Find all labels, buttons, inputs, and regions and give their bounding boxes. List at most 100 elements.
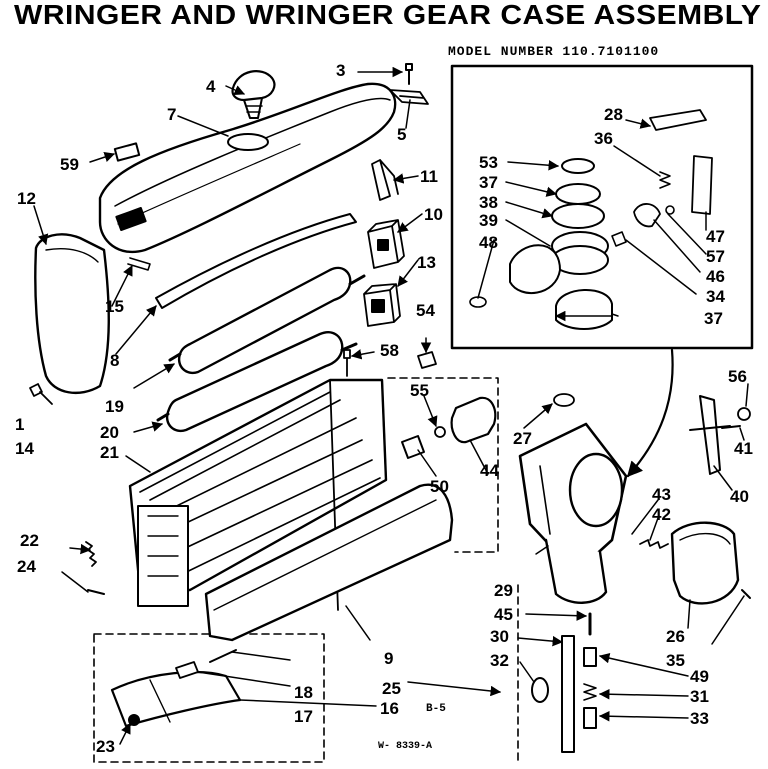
callout-41: 41 <box>734 439 753 458</box>
callout-17: 17 <box>294 707 313 726</box>
callout-13: 13 <box>417 253 436 272</box>
label-plate <box>113 142 141 162</box>
end-cover-12 <box>34 233 110 394</box>
callout-14: 14 <box>15 439 34 458</box>
plate-47 <box>691 155 713 215</box>
callout-24: 24 <box>17 557 36 576</box>
callout-9: 9 <box>384 649 394 668</box>
washer-57 <box>665 205 675 215</box>
screw-24 <box>87 589 105 595</box>
spring-31 <box>583 683 597 701</box>
drainboard-9 <box>204 483 454 642</box>
callout-42: 42 <box>652 505 671 524</box>
key-34 <box>611 231 627 247</box>
upper-roller <box>177 266 352 375</box>
side-cover-26 <box>670 521 740 605</box>
pawl-46 <box>633 203 661 228</box>
callout-5: 5 <box>397 125 407 144</box>
callout-30: 30 <box>490 627 509 646</box>
callout-37-bottom: 37 <box>704 309 723 328</box>
callout-59: 59 <box>60 155 79 174</box>
callout-36: 36 <box>594 129 613 148</box>
page-title: WRINGER AND WRINGER GEAR CASE ASSEMBLY <box>14 0 762 31</box>
callout-19: 19 <box>105 397 124 416</box>
screw-58 <box>343 349 351 377</box>
callout-55: 55 <box>410 381 429 400</box>
callout-7: 7 <box>167 105 177 124</box>
top-cover <box>98 82 397 253</box>
inset-arrow <box>626 348 674 478</box>
lower-roller <box>165 331 344 433</box>
callout-44: 44 <box>480 461 499 480</box>
callout-48: 48 <box>479 233 498 252</box>
washer-53 <box>561 158 595 174</box>
callout-23: 23 <box>96 737 115 756</box>
callout-15: 15 <box>105 297 124 316</box>
shaft-30 <box>561 635 575 753</box>
spring-22 <box>85 541 97 567</box>
callout-27: 27 <box>513 429 532 448</box>
callout-56: 56 <box>728 367 747 386</box>
callout-39: 39 <box>479 211 498 230</box>
curved-strip-8 <box>155 213 357 309</box>
model-number: MODEL NUMBER 110.7101100 <box>448 44 660 59</box>
bushing-44 <box>450 396 497 444</box>
callout-43: 43 <box>652 485 671 504</box>
screw-23 <box>128 714 140 726</box>
callout-37-top: 37 <box>479 173 498 192</box>
knob-32 <box>531 677 549 703</box>
callout-46: 46 <box>706 267 725 286</box>
callout-1: 1 <box>15 415 25 434</box>
callout-32: 32 <box>490 651 509 670</box>
screw-35 <box>741 589 751 599</box>
gear-case-dashed-outline <box>387 377 499 553</box>
callout-8: 8 <box>110 351 120 370</box>
callout-21: 21 <box>100 443 119 462</box>
screw-41 <box>721 425 741 429</box>
callout-12: 12 <box>17 189 36 208</box>
page-code: B-5 <box>426 703 446 715</box>
tension-knob <box>231 70 276 102</box>
callout-57: 57 <box>706 247 725 266</box>
callout-10: 10 <box>424 205 443 224</box>
pin-33 <box>583 707 597 729</box>
callout-26: 26 <box>666 627 685 646</box>
callout-28: 28 <box>604 105 623 124</box>
callout-34: 34 <box>706 287 725 306</box>
callout-18: 18 <box>294 683 313 702</box>
callout-53: 53 <box>479 153 498 172</box>
callout-58: 58 <box>380 341 399 360</box>
callout-54: 54 <box>416 301 435 320</box>
screw-14 <box>29 383 53 405</box>
screw-3 <box>405 63 413 85</box>
cap-27 <box>553 393 575 407</box>
gear-37-bottom <box>555 289 613 330</box>
callout-49: 49 <box>690 667 709 686</box>
callout-35: 35 <box>666 651 685 670</box>
spring-36 <box>659 171 671 189</box>
spring-42 <box>639 539 669 549</box>
nut-54 <box>417 351 437 369</box>
callout-3: 3 <box>336 61 346 80</box>
washer-56 <box>737 407 751 421</box>
drawing-number: W- 8339-A <box>378 741 433 752</box>
callout-38: 38 <box>479 193 498 212</box>
callout-45: 45 <box>494 605 513 624</box>
callout-16: 16 <box>380 699 399 718</box>
callout-47: 47 <box>706 227 725 246</box>
gear-38 <box>551 203 605 229</box>
callout-20: 20 <box>100 423 119 442</box>
clip-5 <box>389 89 429 105</box>
pinion-48 <box>509 244 561 295</box>
clip-15 <box>127 257 151 271</box>
callout-25: 25 <box>382 679 401 698</box>
callout-50: 50 <box>430 477 449 496</box>
callout-29: 29 <box>494 581 513 600</box>
callout-33: 33 <box>690 709 709 728</box>
callout-40: 40 <box>730 487 749 506</box>
callout-31: 31 <box>690 687 709 706</box>
bracket-28 <box>649 109 707 131</box>
callout-4: 4 <box>206 77 216 96</box>
collar-49 <box>583 647 597 667</box>
